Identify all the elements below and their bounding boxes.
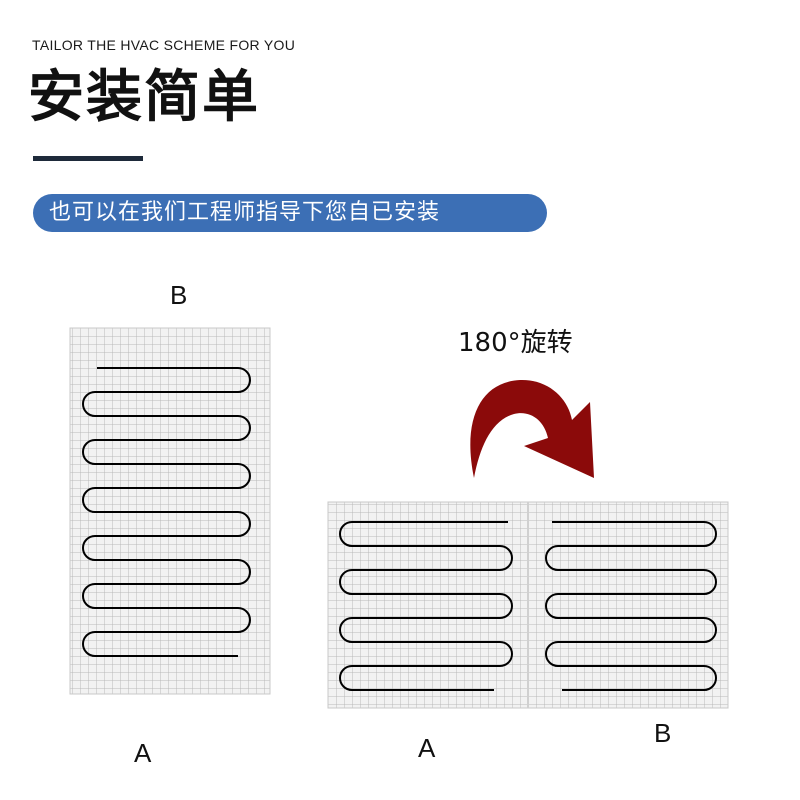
tagline: TAILOR THE HVAC SCHEME FOR YOU bbox=[32, 37, 296, 53]
left-heating-mat bbox=[69, 327, 271, 695]
title-underline bbox=[33, 156, 143, 161]
page-title: 安装简单 bbox=[28, 65, 260, 130]
rotation-arrow-icon bbox=[470, 379, 594, 478]
heating-cable bbox=[82, 367, 251, 657]
label-b-left-mat: B bbox=[170, 280, 188, 310]
label-b-right-mat: B bbox=[654, 718, 672, 748]
rotation-label: 180°旋转 bbox=[458, 328, 573, 358]
label-a-right-mat: A bbox=[418, 733, 436, 763]
right-heating-mats bbox=[327, 501, 729, 709]
instruction-banner: 也可以在我们工程师指导下您自已安装 bbox=[33, 194, 547, 232]
heating-cable-a bbox=[339, 521, 513, 691]
heating-cable-b bbox=[545, 521, 717, 691]
label-a-left-mat: A bbox=[134, 738, 152, 768]
